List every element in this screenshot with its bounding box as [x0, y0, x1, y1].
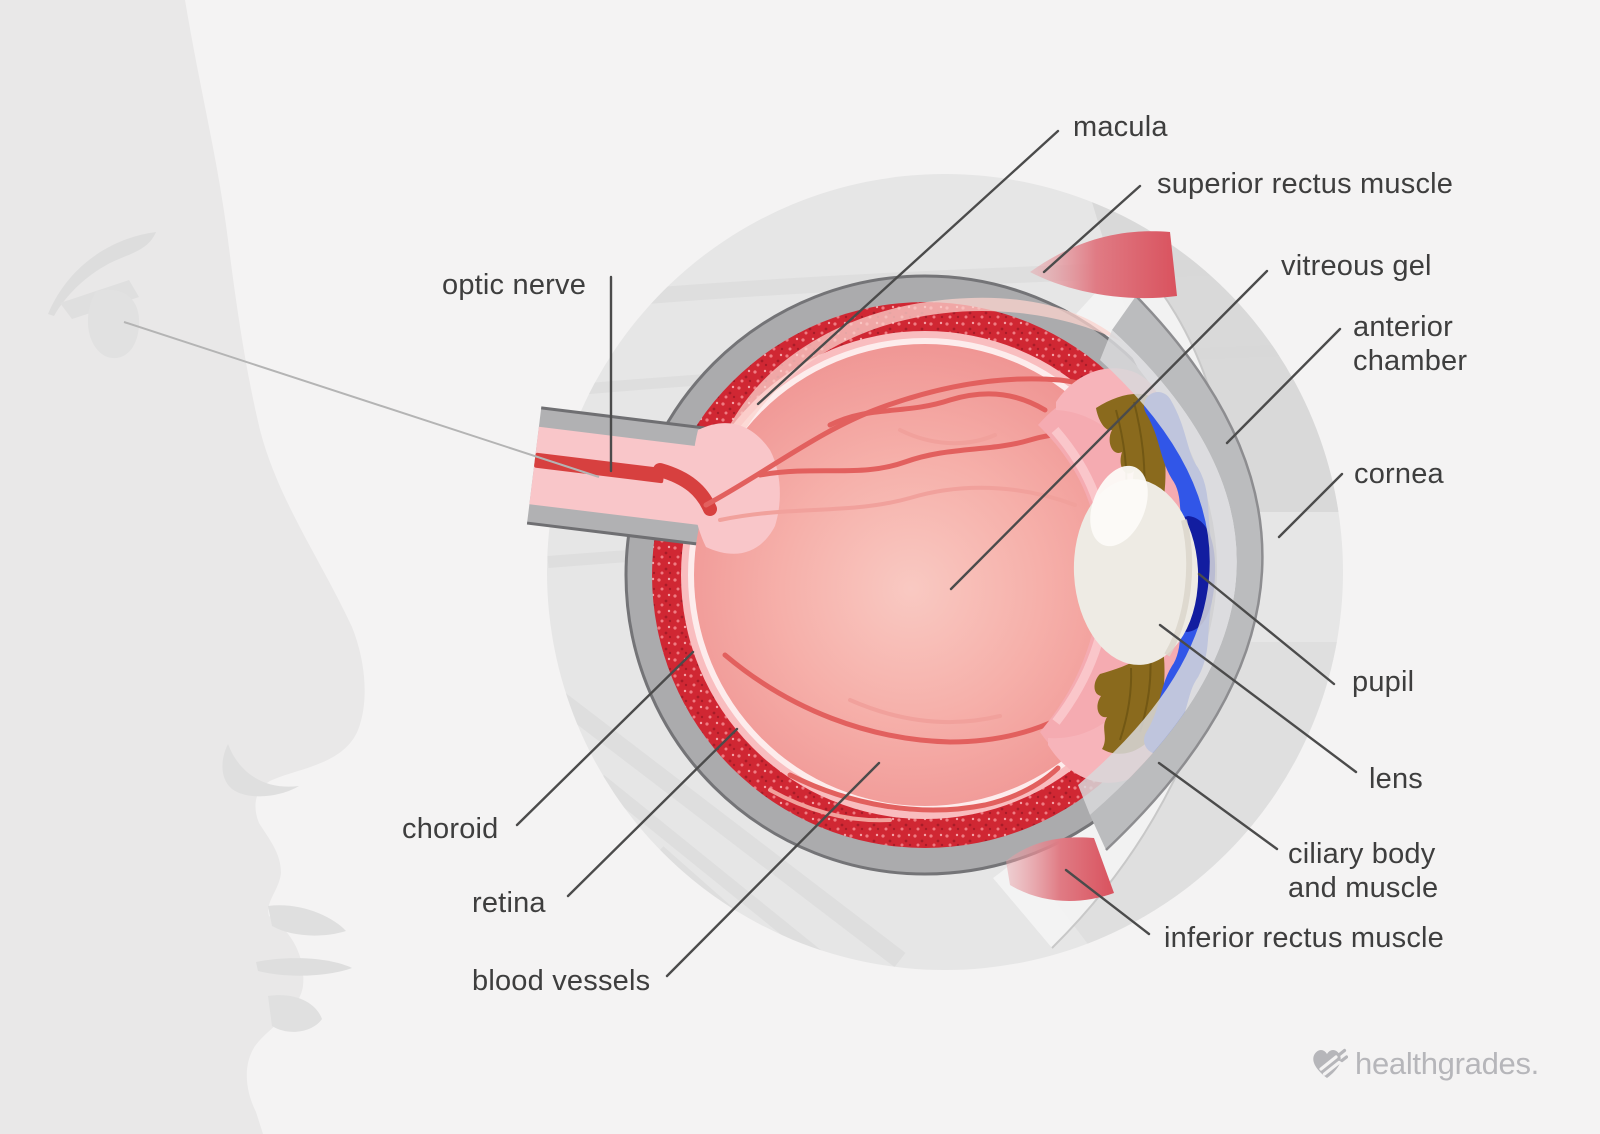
- leader-macula: [756, 129, 1060, 406]
- leader-blood-vessels: [665, 761, 881, 978]
- face-to-eye-pointer-line: [123, 321, 600, 478]
- label-anterior-chamber: anterior chamber: [1353, 311, 1468, 378]
- leader-cornea: [1277, 472, 1344, 539]
- superior-rectus-muscle-shape: [1030, 231, 1177, 299]
- label-lens: lens: [1369, 763, 1423, 795]
- central-retinal-artery: [534, 452, 665, 484]
- leader-pupil: [1197, 572, 1336, 686]
- nostril-shade: [222, 744, 299, 797]
- vitreous-highlight: [712, 297, 1122, 470]
- label-inferior-rectus-muscle: inferior rectus muscle: [1164, 922, 1444, 954]
- leader-anterior-chamber: [1225, 327, 1342, 445]
- lower-lip-shade: [268, 995, 322, 1032]
- label-superior-rectus-muscle: superior rectus muscle: [1157, 168, 1454, 200]
- label-ciliary-body-and-muscle: ciliary body and muscle: [1288, 838, 1439, 905]
- blood-vessels: [703, 376, 1111, 823]
- closed-eye-teardrop: [87, 289, 140, 359]
- label-blood-vessels: blood vessels: [472, 965, 651, 997]
- anterior-segment: [1038, 295, 1264, 851]
- label-pupil: pupil: [1352, 666, 1415, 698]
- leader-lines: [515, 129, 1358, 978]
- label-optic-nerve: optic nerve: [442, 269, 587, 301]
- healthgrades-heart-icon: [1313, 1048, 1348, 1078]
- lens: [1073, 465, 1199, 665]
- leader-superior-rectus: [1042, 184, 1142, 274]
- label-choroid: choroid: [402, 813, 499, 845]
- leader-vitreous-gel: [949, 269, 1269, 591]
- label-vitreous-gel: vitreous gel: [1281, 250, 1432, 282]
- leader-retina: [566, 727, 739, 898]
- leader-inferior-rectus: [1064, 868, 1151, 936]
- healthgrades-wordmark: healthgrades.: [1355, 1046, 1539, 1081]
- vitreous-body: [694, 344, 1156, 806]
- label-retina: retina: [472, 887, 546, 919]
- leader-ciliary-body: [1157, 761, 1279, 851]
- optic-nerve-channel: [526, 406, 746, 548]
- label-macula: macula: [1073, 111, 1168, 143]
- mouth-line-shade: [256, 958, 352, 976]
- label-cornea: cornea: [1354, 458, 1444, 490]
- eyebrow-shape: [48, 232, 156, 316]
- leader-choroid: [515, 650, 695, 827]
- face-silhouette: [0, 0, 365, 1134]
- upper-lip-shade: [268, 905, 346, 936]
- leader-lens: [1158, 623, 1358, 774]
- healthgrades-logo: healthgrades.: [1308, 1044, 1539, 1084]
- cornea-band: [1090, 296, 1263, 850]
